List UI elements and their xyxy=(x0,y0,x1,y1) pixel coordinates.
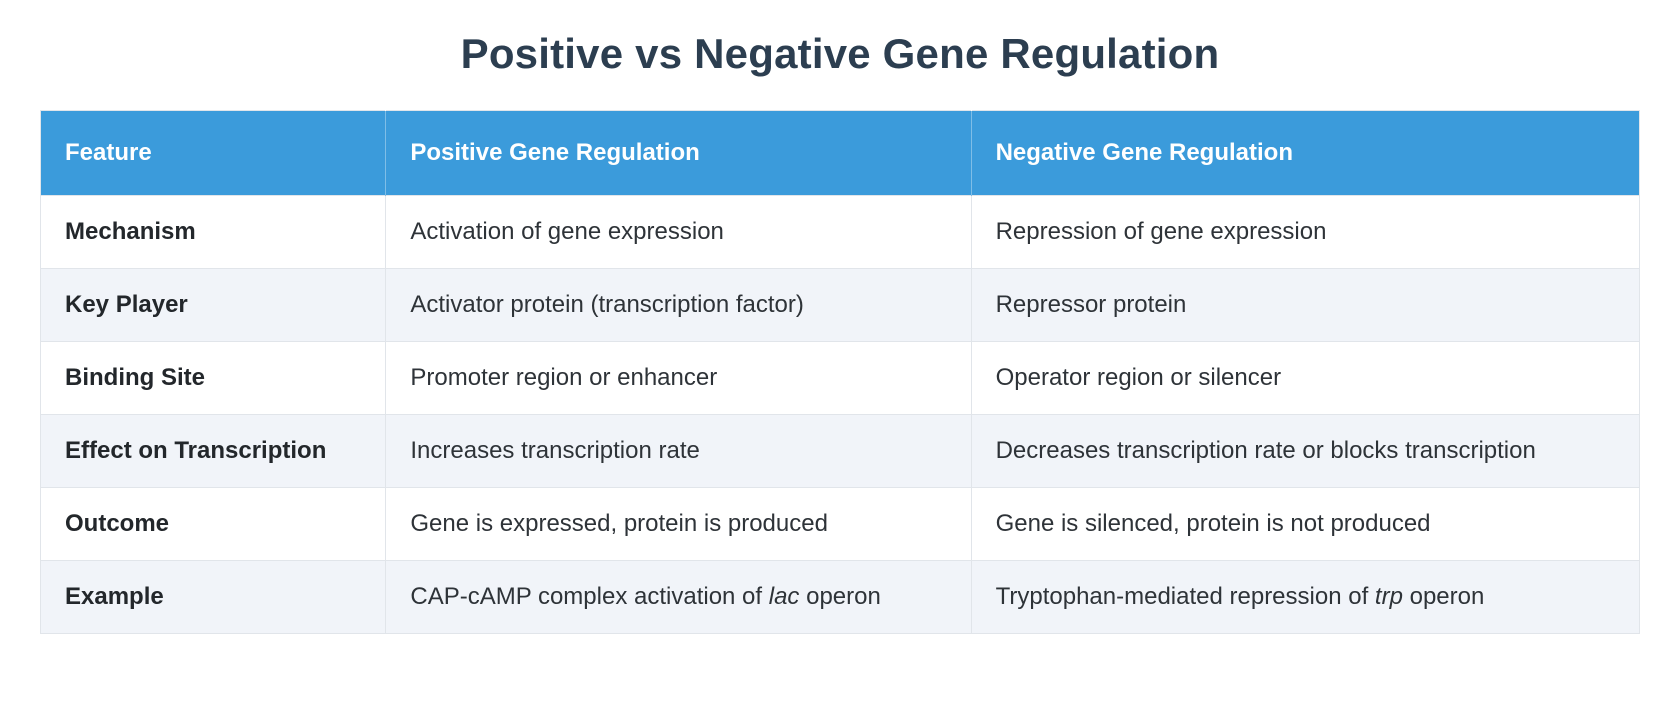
positive-cell: Promoter region or enhancer xyxy=(385,341,972,415)
negative-cell: Gene is silenced, protein is not produce… xyxy=(970,487,1640,561)
table-row-example: Example CAP-cAMP complex activation of l… xyxy=(40,560,1640,634)
negative-cell: Decreases transcription rate or blocks t… xyxy=(970,414,1640,488)
table-row-binding-site: Binding Site Promoter region or enhancer… xyxy=(40,341,1640,415)
positive-cell: Increases transcription rate xyxy=(385,414,972,488)
table-row-key-player: Key Player Activator protein (transcript… xyxy=(40,268,1640,342)
comparison-table: Feature Positive Gene Regulation Negativ… xyxy=(40,110,1640,634)
feature-cell: Mechanism xyxy=(40,195,386,269)
positive-cell: Activation of gene expression xyxy=(385,195,972,269)
positive-cell: CAP-cAMP complex activation of lac opero… xyxy=(385,560,972,634)
gene-name-italic: lac xyxy=(768,583,800,610)
positive-cell: Activator protein (transcription factor) xyxy=(385,268,972,342)
feature-cell: Example xyxy=(40,560,386,634)
table-row-mechanism: Mechanism Activation of gene expression … xyxy=(40,195,1640,269)
positive-cell: Gene is expressed, protein is produced xyxy=(385,487,972,561)
feature-cell: Key Player xyxy=(40,268,386,342)
table-row-outcome: Outcome Gene is expressed, protein is pr… xyxy=(40,487,1640,561)
feature-cell: Effect on Transcription xyxy=(40,414,386,488)
negative-cell: Operator region or silencer xyxy=(970,341,1640,415)
table-header-row: Feature Positive Gene Regulation Negativ… xyxy=(40,110,1640,196)
feature-cell: Binding Site xyxy=(40,341,386,415)
table-row-effect-on-transcription: Effect on Transcription Increases transc… xyxy=(40,414,1640,488)
cell-text-prefix: Tryptophan-mediated repression of xyxy=(995,583,1375,610)
feature-cell: Outcome xyxy=(40,487,386,561)
negative-cell: Tryptophan-mediated repression of trp op… xyxy=(970,560,1640,634)
gene-name-italic: trp xyxy=(1374,583,1403,610)
column-header-feature: Feature xyxy=(40,110,386,196)
page-title: Positive vs Negative Gene Regulation xyxy=(460,30,1220,77)
negative-cell: Repressor protein xyxy=(970,268,1640,342)
cell-text-suffix: operon xyxy=(799,583,881,610)
cell-text-prefix: CAP-cAMP complex activation of xyxy=(410,583,769,610)
cell-text-suffix: operon xyxy=(1402,583,1485,610)
column-header-positive: Positive Gene Regulation xyxy=(385,110,972,196)
negative-cell: Repression of gene expression xyxy=(970,195,1640,269)
column-header-negative: Negative Gene Regulation xyxy=(970,110,1640,196)
